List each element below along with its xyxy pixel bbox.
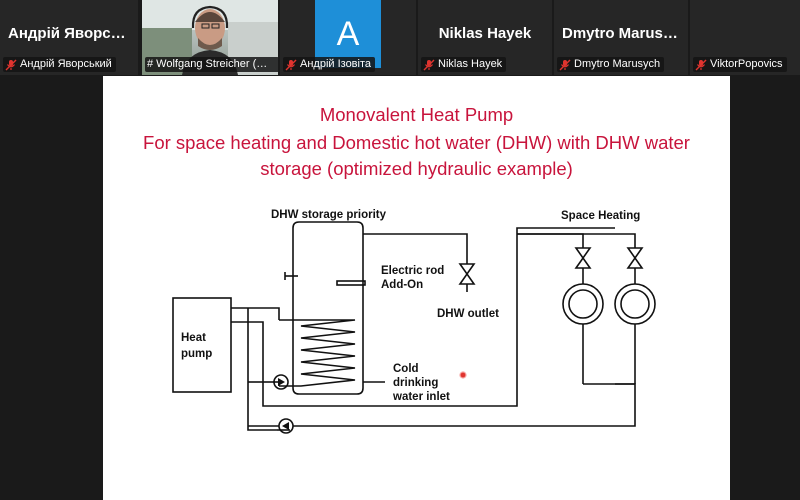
participant-tag-label: Dmytro Marusych <box>574 57 660 72</box>
participant-tag-label: Андрій Яворський <box>20 57 112 72</box>
participant-name: Niklas Hayek <box>418 25 552 42</box>
electric-rod-icon <box>337 281 365 285</box>
participant-tag-label: Niklas Hayek <box>438 57 502 72</box>
participant-tag: # Wolfgang Streicher (UIB... <box>145 57 278 72</box>
valve-icon <box>576 248 590 258</box>
participant-strip: Андрій Яворсь... Андрій Яворський <box>0 0 800 75</box>
label-cold: Cold <box>393 363 419 375</box>
label-heat: Heat <box>181 332 206 344</box>
participant-tag-label: Андрій Ізовіта <box>300 57 371 72</box>
valve-icon <box>460 264 474 274</box>
label-pump: pump <box>181 348 212 360</box>
mic-muted-icon <box>559 59 571 71</box>
participant-tag-label: # Wolfgang Streicher (UIB... <box>147 57 275 72</box>
label-dhw-outlet: DHW outlet <box>437 308 499 320</box>
label-electric-rod: Electric rod <box>381 265 444 277</box>
label-drinking: drinking <box>393 377 438 389</box>
participant-tag: Андрій Ізовіта <box>283 57 375 72</box>
shared-screen-slide: Monovalent Heat Pump For space heating a… <box>103 76 730 500</box>
hydraulic-diagram: DHW storage priority Space Heating Elect… <box>103 76 730 500</box>
label-dhw-storage-priority: DHW storage priority <box>271 209 387 221</box>
mic-muted-icon <box>5 59 17 71</box>
participant-tile[interactable]: A Андрій Ізовіта <box>280 0 416 75</box>
participant-tag: Dmytro Marusych <box>557 57 664 72</box>
heat-exchanger-coil <box>279 320 355 386</box>
participant-name: Dmytro Marusych <box>554 25 688 42</box>
participant-tag: Андрій Яворський <box>3 57 116 72</box>
mic-muted-icon <box>285 59 297 71</box>
participant-tag: ViktorPopovics <box>693 57 787 72</box>
heat-pump-unit <box>173 298 231 392</box>
mic-muted-icon <box>423 59 435 71</box>
participant-tile-active-speaker[interactable]: # Wolfgang Streicher (UIB... <box>142 0 278 75</box>
participant-tile[interactable]: ViktorPopovics <box>690 0 800 75</box>
laser-pointer <box>460 372 466 378</box>
label-space-heating: Space Heating <box>561 210 640 222</box>
mic-muted-icon <box>695 59 707 71</box>
participant-name: Андрій Яворсь... <box>0 25 138 42</box>
participant-tile[interactable]: Андрій Яворсь... Андрій Яворський <box>0 0 138 75</box>
label-add-on: Add-On <box>381 279 423 291</box>
valve-icon <box>628 248 642 258</box>
participant-tile[interactable]: Niklas Hayek Niklas Hayek <box>418 0 552 75</box>
participant-tag-label: ViktorPopovics <box>710 57 783 72</box>
label-water-inlet: water inlet <box>392 391 450 403</box>
participant-tile[interactable]: Dmytro Marusych Dmytro Marusych <box>554 0 688 75</box>
participant-tag: Niklas Hayek <box>421 57 506 72</box>
